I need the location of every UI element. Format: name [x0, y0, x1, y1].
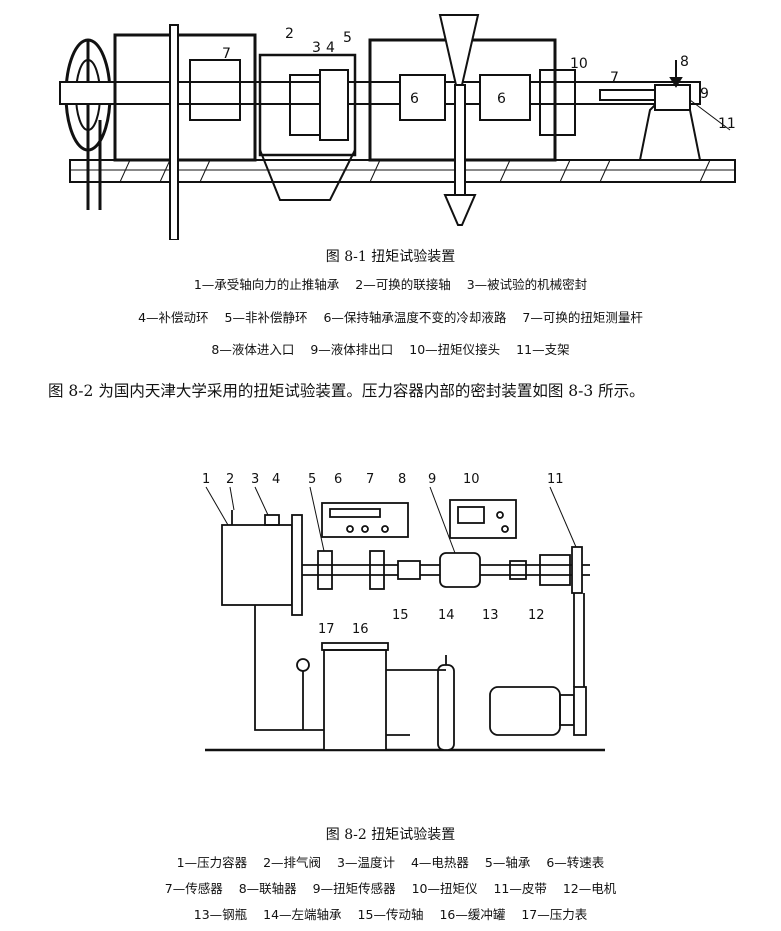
figure-8-1-legend-line-1: 1—承受轴向力的止推轴承 2—可换的联接轴 3—被试验的机械密封: [0, 274, 781, 293]
figure-8-1: 2 3 4 5 7 6 6 10 7 8 9 11: [0, 0, 781, 244]
fig2-callout-13: 13: [482, 608, 499, 623]
legend-item: 9—液体排出口: [310, 342, 394, 357]
fig2-callout-8: 8: [398, 472, 406, 487]
fig1-callout-7a: 7: [222, 46, 231, 62]
fig2-callout-15: 15: [392, 608, 409, 623]
figure-8-2-drawing: 1 2 3 4 5 6 7 8 9 10 11 17 16 15 14 13 1…: [202, 472, 605, 752]
fig2-callout-9: 9: [428, 472, 436, 487]
legend-item: 3—温度计: [337, 855, 395, 870]
figure-8-2: 1 2 3 4 5 6 7 8 9 10 11 17 16 15 14 13 1…: [0, 455, 781, 769]
legend-item: 9—扭矩传感器: [312, 881, 396, 896]
fig1-callout-4: 4: [326, 40, 335, 56]
legend-item: 15—传动轴: [357, 907, 424, 922]
fig2-callout-12: 12: [528, 608, 545, 623]
legend-item: 4—补偿动环: [138, 310, 209, 325]
legend-item: 6—转速表: [546, 855, 605, 870]
fig2-callout-4: 4: [272, 472, 280, 487]
fig1-callout-3: 3: [312, 40, 321, 56]
fig2-callout-16: 16: [352, 622, 369, 637]
legend-item: 8—联轴器: [238, 881, 297, 896]
fig1-callout-6a: 6: [410, 91, 419, 107]
legend-item: 17—压力表: [521, 907, 588, 922]
fig1-callout-2: 2: [285, 26, 294, 42]
legend-item: 12—电机: [562, 881, 617, 896]
fig1-callout-11: 11: [718, 116, 736, 132]
legend-item: 13—钢瓶: [193, 907, 248, 922]
legend-item: 4—电热器: [410, 855, 469, 870]
legend-item: 5—轴承: [484, 855, 531, 870]
fig1-callout-10: 10: [570, 56, 588, 72]
legend-item: 16—缓冲罐: [439, 907, 506, 922]
fig1-callout-7b: 7: [610, 70, 619, 86]
legend-item: 7—传感器: [164, 881, 223, 896]
legend-item: 6—保持轴承温度不变的冷却液路: [323, 310, 507, 325]
figure-8-1-legend-line-3: 8—液体进入口 9—液体排出口 10—扭矩仪接头 11—支架: [0, 339, 781, 358]
legend-item: 3—被试验的机械密封: [466, 277, 588, 292]
fig1-callout-6b: 6: [497, 91, 506, 107]
legend-item: 11—皮带: [493, 881, 547, 896]
fig1-callout-9: 9: [700, 86, 709, 102]
legend-item: 5—非补偿静环: [224, 310, 308, 325]
fig2-callout-3: 3: [251, 472, 259, 487]
fig2-callout-6: 6: [334, 472, 342, 487]
legend-item: 10—扭矩仪: [411, 881, 478, 896]
legend-item: 10—扭矩仪接头: [409, 342, 501, 357]
legend-item: 1—压力容器: [176, 855, 248, 870]
figure-8-2-legend-line-3: 13—钢瓶 14—左端轴承 15—传动轴 16—缓冲罐 17—压力表: [0, 904, 781, 923]
figure-8-2-legend-line-1: 1—压力容器 2—排气阀 3—温度计 4—电热器 5—轴承 6—转速表: [0, 852, 781, 871]
legend-item: 7—可换的扭矩测量杆: [522, 310, 643, 325]
fig2-callout-1: 1: [202, 472, 210, 487]
fig2-callout-11: 11: [547, 472, 564, 487]
figure-8-1-legend-line-2: 4—补偿动环 5—非补偿静环 6—保持轴承温度不变的冷却液路 7—可换的扭矩测量…: [0, 307, 781, 326]
figure-8-1-drawing: 2 3 4 5 7 6 6 10 7 8 9 11: [59, 14, 736, 241]
fig2-callout-17: 17: [318, 622, 335, 637]
fig2-callout-2: 2: [226, 472, 234, 487]
legend-item: 14—左端轴承: [263, 907, 342, 922]
figure-8-2-legend-line-2: 7—传感器 8—联轴器 9—扭矩传感器 10—扭矩仪 11—皮带 12—电机: [0, 878, 781, 897]
legend-item: 8—液体进入口: [211, 342, 295, 357]
legend-item: 11—支架: [516, 342, 570, 357]
figure-8-1-caption: 图 8-1 扭矩试验装置: [325, 249, 456, 265]
legend-item: 1—承受轴向力的止推轴承: [193, 277, 340, 292]
fig2-callout-10: 10: [463, 472, 480, 487]
legend-item: 2—可换的联接轴: [355, 277, 451, 292]
body-paragraph: 图 8-2 为国内天津大学采用的扭矩试验装置。压力容器内部的密封装置如图 8-3…: [48, 382, 645, 400]
fig2-callout-7: 7: [366, 472, 374, 487]
figure-8-2-caption: 图 8-2 扭矩试验装置: [325, 827, 456, 843]
fig1-callout-5: 5: [343, 30, 352, 46]
fig1-callout-8: 8: [680, 54, 689, 70]
fig2-callout-5: 5: [308, 472, 316, 487]
fig2-callout-14: 14: [438, 608, 455, 623]
legend-item: 2—排气阀: [263, 855, 322, 870]
